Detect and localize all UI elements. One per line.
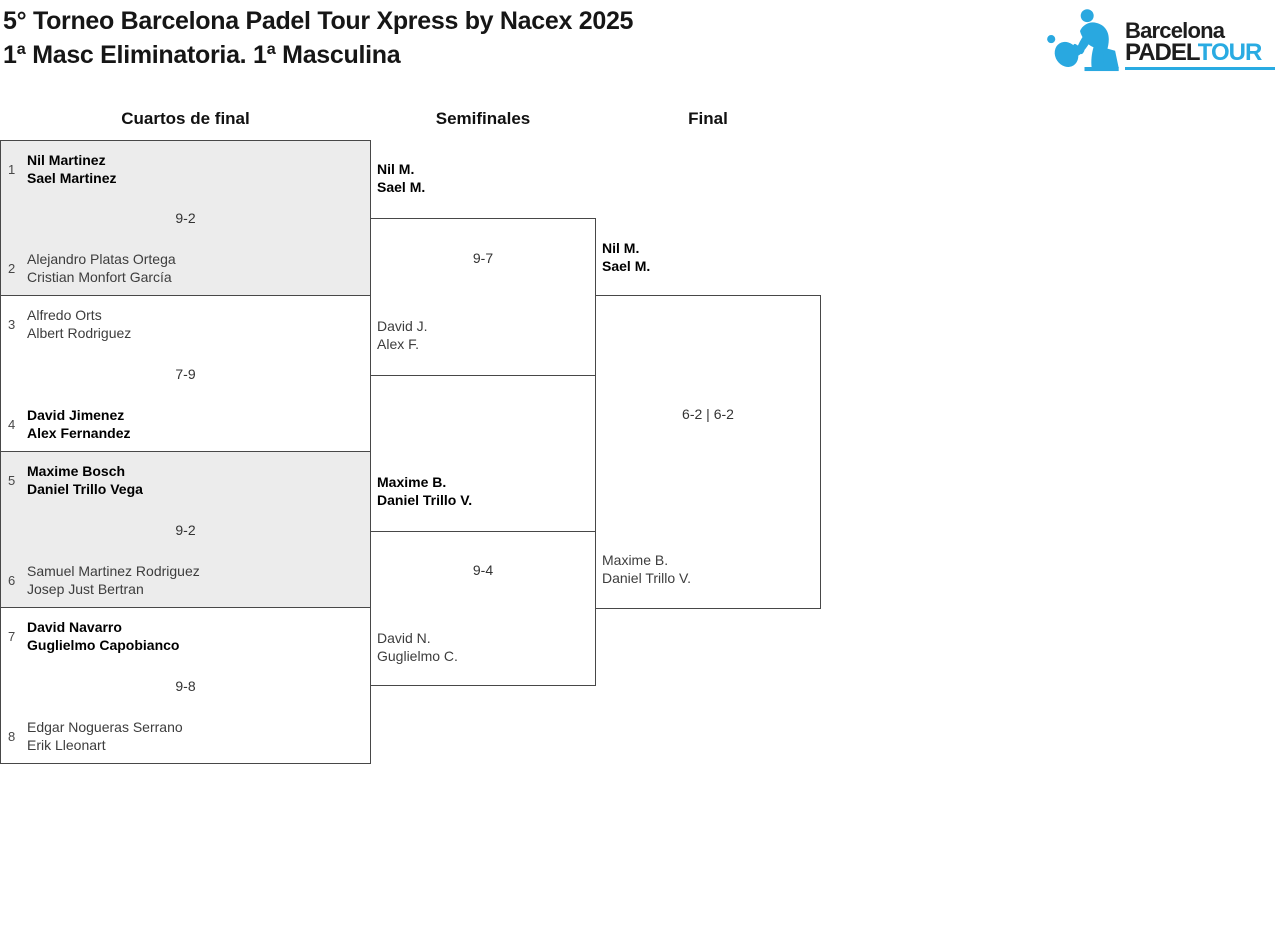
final-team-top: Nil M. Sael M. xyxy=(602,240,651,274)
quarterfinal-match-4: 7 David Navarro Guglielmo Capobianco 9-8… xyxy=(0,607,371,764)
seed-number: 5 xyxy=(8,472,16,488)
logo-text-tour: TOUR xyxy=(1197,39,1263,66)
qf1-team-top: 1 Nil Martinez Sael Martinez xyxy=(8,151,116,187)
seed-number: 7 xyxy=(8,628,16,644)
qf4-team-top: 7 David Navarro Guglielmo Capobianco xyxy=(8,618,179,654)
qf3-team-top: 5 Maxime Bosch Daniel Trillo Vega xyxy=(8,462,143,498)
round-header-cuartos: Cuartos de final xyxy=(121,109,250,128)
qf1-team-bottom: 2 Alejandro Platas Ortega Cristian Monfo… xyxy=(8,250,176,286)
team-names: Edgar Nogueras Serrano Erik Lleonart xyxy=(27,719,183,753)
quarterfinal-match-1: 1 Nil Martinez Sael Martinez 9-2 2 Aleja… xyxy=(0,140,371,296)
logo-text-padel: PADEL xyxy=(1125,39,1199,66)
qf3-score: 9-2 xyxy=(175,521,196,538)
round-header-final: Final xyxy=(688,109,728,128)
qf2-score: 7-9 xyxy=(175,365,196,382)
team-names: David Jimenez Alex Fernandez xyxy=(27,407,131,441)
team-names: Samuel Martinez Rodriguez Josep Just Ber… xyxy=(27,563,200,597)
logo-underline xyxy=(1125,67,1275,70)
logo-text-barcelona: Barcelona xyxy=(1125,18,1225,43)
padel-player-icon xyxy=(1047,9,1119,72)
seed-number: 1 xyxy=(8,161,16,177)
final-score: 6-2 | 6-2 xyxy=(682,406,734,422)
team-names: Alfredo Orts Albert Rodriguez xyxy=(27,307,132,341)
barcelona-padel-tour-logo[interactable]: Barcelona PADELTOUR xyxy=(1038,4,1277,76)
seed-number: 2 xyxy=(8,260,16,276)
quarterfinal-match-3: 5 Maxime Bosch Daniel Trillo Vega 9-2 6 … xyxy=(0,451,371,608)
final-connector-box xyxy=(595,295,821,609)
logo-wordmark: Barcelona PADELTOUR xyxy=(1125,20,1277,70)
team-names: Maxime Bosch Daniel Trillo Vega xyxy=(27,463,143,497)
team-names: David Navarro Guglielmo Capobianco xyxy=(27,619,180,653)
qf1-score: 9-2 xyxy=(175,210,196,226)
round-header-semifinales: Semifinales xyxy=(435,109,531,128)
sf1-team-bottom: David J. Alex F. xyxy=(377,318,428,352)
seed-number: 6 xyxy=(8,572,16,588)
sf2-team-top: Maxime B. Daniel Trillo V. xyxy=(377,474,473,508)
qf4-team-bottom: 8 Edgar Nogueras Serrano Erik Lleonart xyxy=(8,718,183,754)
qf3-team-bottom: 6 Samuel Martinez Rodriguez Josep Just B… xyxy=(8,562,200,598)
sf2-team-bottom: David N. Guglielmo C. xyxy=(377,630,458,664)
qf4-score: 9-8 xyxy=(175,677,196,694)
seed-number: 4 xyxy=(8,416,16,432)
qf2-team-bottom: 4 David Jimenez Alex Fernandez xyxy=(8,406,130,442)
sf2-score: 9-4 xyxy=(472,562,494,578)
page-subtitle: 1ª Masc Eliminatoria. 1ª Masculina xyxy=(3,41,401,69)
team-names: Alejandro Platas Ortega Cristian Monfort… xyxy=(27,251,176,285)
logo-text-padeltour: PADELTOUR xyxy=(1125,39,1277,66)
sf1-team-top: Nil M. Sael M. xyxy=(377,161,426,195)
sf1-score: 9-7 xyxy=(472,250,494,266)
qf2-team-top: 3 Alfredo Orts Albert Rodriguez xyxy=(8,306,131,342)
seed-number: 3 xyxy=(8,316,16,332)
page-title: 5° Torneo Barcelona Padel Tour Xpress by… xyxy=(3,7,634,35)
final-team-bottom: Maxime B. Daniel Trillo V. xyxy=(602,552,691,586)
team-names: Nil Martinez Sael Martinez xyxy=(27,152,117,186)
quarterfinal-match-2: 3 Alfredo Orts Albert Rodriguez 7-9 4 Da… xyxy=(0,295,371,452)
seed-number: 8 xyxy=(8,728,16,744)
